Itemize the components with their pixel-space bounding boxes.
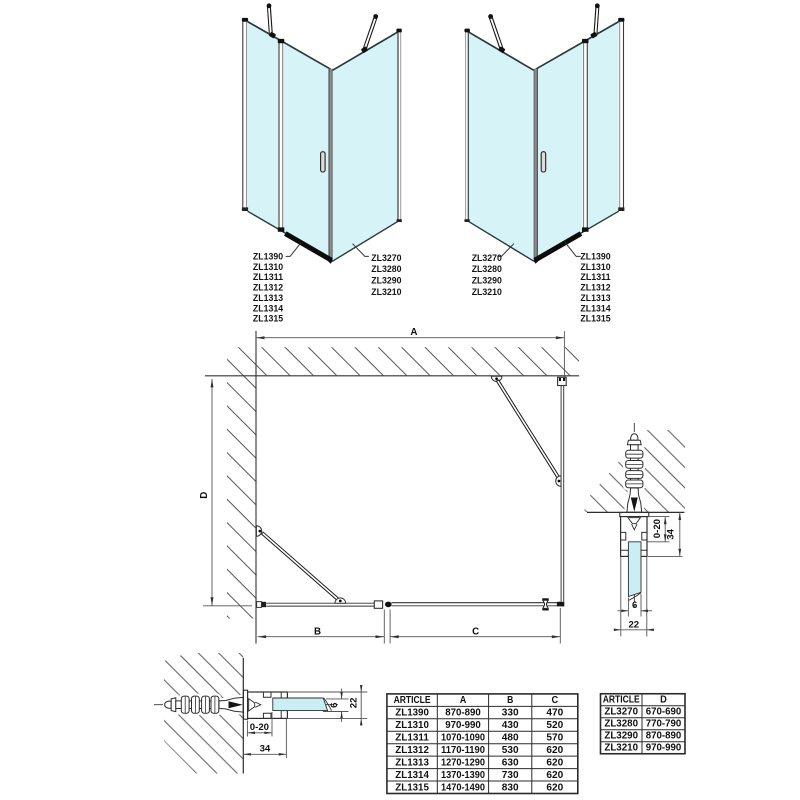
svg-text:870-890: 870-890 (445, 708, 481, 719)
svg-text:330: 330 (502, 708, 519, 719)
svg-text:C: C (472, 626, 479, 637)
svg-text:670-690: 670-690 (646, 707, 682, 718)
svg-text:C: C (551, 695, 558, 706)
svg-text:22: 22 (349, 698, 360, 709)
svg-text:970-990: 970-990 (445, 720, 481, 731)
svg-text:480: 480 (502, 733, 519, 744)
svg-text:1370-1390: 1370-1390 (441, 770, 485, 781)
svg-text:620: 620 (546, 782, 563, 793)
svg-text:ZL1313: ZL1313 (395, 757, 429, 768)
svg-text:ZL1315: ZL1315 (253, 314, 284, 325)
svg-text:620: 620 (546, 745, 563, 756)
svg-text:ZL1313: ZL1313 (253, 293, 283, 304)
svg-text:22: 22 (628, 620, 639, 631)
svg-text:870-890: 870-890 (646, 731, 682, 742)
svg-text:ZL3270: ZL3270 (604, 707, 638, 718)
svg-text:ZL3280: ZL3280 (371, 264, 401, 275)
svg-text:ZL1311: ZL1311 (580, 272, 611, 283)
svg-text:ZL3210: ZL3210 (604, 743, 638, 754)
svg-text:430: 430 (502, 720, 519, 731)
svg-text:ZL1314: ZL1314 (580, 303, 611, 314)
svg-text:830: 830 (502, 782, 519, 793)
svg-text:ZL3280: ZL3280 (472, 264, 502, 275)
svg-text:ZL1314: ZL1314 (395, 770, 429, 781)
svg-text:1170-1190: 1170-1190 (441, 745, 485, 756)
svg-text:ZL1312: ZL1312 (395, 745, 429, 756)
svg-text:34: 34 (260, 744, 271, 755)
svg-text:620: 620 (546, 770, 563, 781)
svg-text:1470-1490: 1470-1490 (441, 782, 485, 793)
svg-text:0-20: 0-20 (250, 722, 269, 733)
svg-text:ZL1390: ZL1390 (580, 252, 610, 263)
svg-text:ZL1312: ZL1312 (580, 283, 610, 294)
svg-text:A: A (410, 327, 417, 338)
svg-text:B: B (507, 695, 514, 706)
svg-text:ZL1314: ZL1314 (253, 303, 284, 314)
svg-text:470: 470 (546, 708, 563, 719)
svg-text:ZL1310: ZL1310 (580, 262, 610, 273)
svg-text:6: 6 (632, 600, 637, 611)
svg-text:ZL1310: ZL1310 (253, 262, 283, 273)
svg-text:34: 34 (666, 528, 677, 539)
svg-text:ZL3270: ZL3270 (472, 253, 502, 264)
svg-text:530: 530 (502, 745, 519, 756)
svg-text:ZL3290: ZL3290 (604, 731, 638, 742)
svg-text:ZL1311: ZL1311 (395, 733, 429, 744)
svg-text:620: 620 (546, 757, 563, 768)
svg-text:ZL3210: ZL3210 (371, 287, 401, 298)
svg-text:1270-1290: 1270-1290 (441, 757, 485, 768)
svg-text:ARTICLE: ARTICLE (603, 695, 640, 706)
svg-text:970-990: 970-990 (646, 743, 682, 754)
svg-text:0-20: 0-20 (652, 519, 663, 538)
svg-text:A: A (460, 695, 467, 706)
svg-text:ZL3280: ZL3280 (604, 719, 638, 730)
svg-text:630: 630 (502, 757, 519, 768)
svg-text:570: 570 (546, 733, 563, 744)
svg-text:770-790: 770-790 (646, 719, 682, 730)
svg-text:ZL1390: ZL1390 (253, 252, 283, 263)
svg-text:ZL3210: ZL3210 (472, 287, 502, 298)
svg-text:ZL1311: ZL1311 (253, 272, 284, 283)
svg-text:ZL3290: ZL3290 (371, 276, 401, 287)
svg-text:ZL1390: ZL1390 (395, 708, 429, 719)
svg-text:1070-1090: 1070-1090 (441, 733, 485, 744)
svg-text:730: 730 (502, 770, 519, 781)
svg-text:6: 6 (329, 703, 340, 708)
svg-text:ZL1310: ZL1310 (395, 720, 429, 731)
svg-text:B: B (314, 626, 321, 637)
svg-text:520: 520 (546, 720, 563, 731)
svg-text:ARTICLE: ARTICLE (394, 695, 431, 706)
svg-text:ZL3270: ZL3270 (371, 253, 401, 264)
svg-text:ZL3290: ZL3290 (472, 276, 502, 287)
svg-text:D: D (660, 695, 667, 706)
svg-text:D: D (199, 492, 210, 499)
svg-text:ZL1312: ZL1312 (253, 283, 283, 294)
svg-text:ZL1315: ZL1315 (395, 782, 429, 793)
svg-text:ZL1315: ZL1315 (580, 314, 611, 325)
svg-text:ZL1313: ZL1313 (580, 293, 610, 304)
